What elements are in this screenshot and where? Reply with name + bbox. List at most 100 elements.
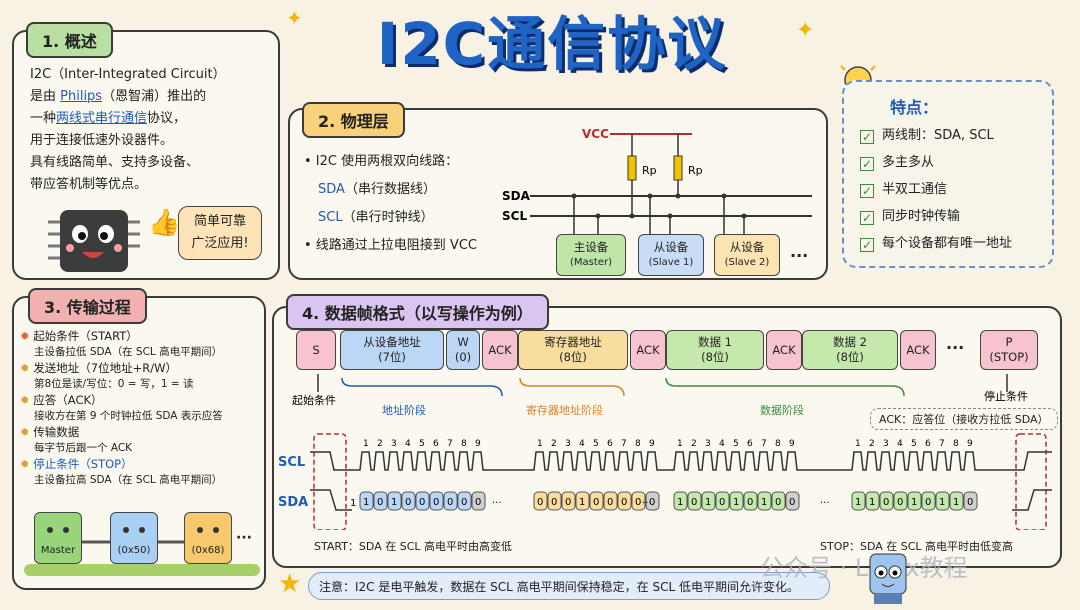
sda-bit-cell xyxy=(771,491,786,511)
data-phase-label: 数据阶段 xyxy=(760,403,804,417)
feature-item: ✓半双工通信 xyxy=(860,182,948,198)
checkbox-icon: ✓ xyxy=(860,157,874,171)
clock-number: 8 xyxy=(461,439,467,449)
sda-ellipsis: ··· xyxy=(642,498,652,509)
clock-number: 6 xyxy=(607,439,613,449)
step-title: ✸ 起始条件（START） xyxy=(20,329,138,343)
bubble-text: 简单可靠 xyxy=(193,214,246,229)
ack-bit-cell xyxy=(645,491,660,511)
sda-bit: 1 xyxy=(939,497,945,508)
chip-mascot-icon xyxy=(40,208,148,274)
step-title: ✸ 应答（ACK） xyxy=(20,393,103,407)
sda-bit-cell xyxy=(935,491,950,511)
sda-wave-label: SDA xyxy=(278,495,308,510)
sda-bit-cell xyxy=(851,491,866,511)
vcc-label: VCC xyxy=(582,127,609,141)
clock-number: 2 xyxy=(551,439,557,449)
ack-bit-cell xyxy=(471,491,486,511)
bus-diagram: VCC Rp Rp SDA SCL xyxy=(502,127,812,236)
sda-bit-cell xyxy=(547,491,562,511)
sda-bit: 1 xyxy=(677,497,683,508)
sda-bit-cell xyxy=(715,491,730,511)
frame-start: S xyxy=(296,330,336,370)
sda-bit: 0 xyxy=(565,497,571,508)
overview-line: 用于连接低速外设器件。 xyxy=(30,133,174,148)
ack-bit-cell xyxy=(963,491,978,511)
more-devices: ··· xyxy=(790,246,809,265)
bubble-text: 广泛应用! xyxy=(191,236,249,251)
features-panel: 特点： ✓两线制：SDA, SCL✓多主多从✓半双工通信✓同步时钟传输✓每个设备… xyxy=(842,80,1054,268)
sda-bit-cell xyxy=(561,491,576,511)
sda-start-edge xyxy=(310,489,352,511)
sda-bit-cell xyxy=(429,491,444,511)
frame-stop: P(STOP) xyxy=(980,330,1038,370)
stop-note: STOP：SDA 在 SCL 高电平时由低变高 xyxy=(820,540,1014,553)
star-icon: ✸ xyxy=(20,329,30,343)
sda-bit: 0 xyxy=(719,497,725,508)
overview-panel: 1. 概述 I2C（Inter-Integrated Circuit） 是由 P… xyxy=(12,22,280,280)
checkbox-icon: ✓ xyxy=(860,130,874,144)
overview-line: 具有线路简单、支持多设备、 xyxy=(30,155,200,170)
sda-bit: 0 xyxy=(593,497,599,508)
sda-bit: 0 xyxy=(447,497,453,508)
sparkle-icon: ✦ xyxy=(796,18,815,43)
sda-bit-cell xyxy=(457,491,472,511)
clock-number: 7 xyxy=(761,439,767,449)
sda-bit-cell xyxy=(757,491,772,511)
physical-bullet: • I2C 使用两根双向线路： xyxy=(304,154,459,169)
clock-number: 1 xyxy=(363,439,369,449)
clock-number: 3 xyxy=(391,439,397,449)
clock-number: 4 xyxy=(405,439,411,449)
ack-bit: 0 xyxy=(649,497,655,508)
more-chips: ··· xyxy=(236,530,252,546)
frame-heading: 4. 数据帧格式（以写操作为例） xyxy=(286,294,549,330)
reg-phase-label: 寄存器地址阶段 xyxy=(526,403,603,417)
scl-bus-label: SCL xyxy=(502,209,527,223)
physical-heading: 2. 物理层 xyxy=(302,102,405,138)
sda-ellipsis: ··· xyxy=(820,498,830,509)
sda-bit-cell xyxy=(575,491,590,511)
sda-bit-cell xyxy=(673,491,688,511)
sda-bit-cell xyxy=(359,491,374,511)
slave-device-2: 从设备(Slave 2) xyxy=(714,234,780,276)
chip-0x68: (0x68) xyxy=(184,512,232,564)
overview-line: 是由 Philips（恩智浦）推出的 xyxy=(30,89,207,104)
chip-mascot-icon xyxy=(864,552,912,610)
step-title: ✸ 发送地址（7位地址+R/W） xyxy=(20,361,177,375)
star-icon: ✸ xyxy=(20,361,30,375)
ack-bit: 0 xyxy=(967,497,973,508)
clock-number: 7 xyxy=(939,439,945,449)
checkbox-icon: ✓ xyxy=(860,184,874,198)
clock-number: 3 xyxy=(705,439,711,449)
ack-bit: 0 xyxy=(789,497,795,508)
sda-stop-edge xyxy=(1012,489,1052,511)
sda-bit: 0 xyxy=(419,497,425,508)
sda-bit: 0 xyxy=(551,497,557,508)
sda-bit-cell xyxy=(729,491,744,511)
clock-number: 4 xyxy=(719,439,725,449)
feature-item: ✓多主多从 xyxy=(860,155,935,171)
transfer-panel: 3. 传输过程 ✸ 起始条件（START）主设备拉低 SDA（在 SCL 高电平… xyxy=(12,288,266,590)
clock-number: 1 xyxy=(677,439,683,449)
speech-bubble: 简单可靠 广泛应用! xyxy=(178,206,262,260)
stop-marker xyxy=(1015,433,1047,530)
note-bar: 注意：I2C 是电平触发，数据在 SCL 高电平期间保持稳定，在 SCL 低电平… xyxy=(308,572,830,600)
ack-note: ACK：应答位（接收方拉低 SDA） xyxy=(870,408,1058,430)
slave-device-1: 从设备(Slave 1) xyxy=(638,234,704,276)
clock-number: 2 xyxy=(869,439,875,449)
start-note: START：SDA 在 SCL 高电平时由高变低 xyxy=(314,540,512,553)
device-chain: Master (0x50) (0x68) ··· xyxy=(24,512,260,582)
sda-bit-cell xyxy=(589,491,604,511)
clock-number: 3 xyxy=(883,439,889,449)
frame-ack: ACK xyxy=(900,330,936,370)
star-icon: ★ xyxy=(278,569,302,599)
sda-bit-cell xyxy=(893,491,908,511)
overview-line: 带应答机制等优点。 xyxy=(30,177,148,192)
sda-bit: 1 xyxy=(733,497,739,508)
sda-bus-label: SDA xyxy=(502,189,531,203)
clock-number: 1 xyxy=(537,439,543,449)
physical-panel: 2. 物理层 • I2C 使用两根双向线路： SDA（串行数据线） SCL（串行… xyxy=(288,102,828,280)
scl-desc: SCL（串行时钟线） xyxy=(318,210,434,225)
sda-lead-bit: 1 xyxy=(350,498,356,509)
